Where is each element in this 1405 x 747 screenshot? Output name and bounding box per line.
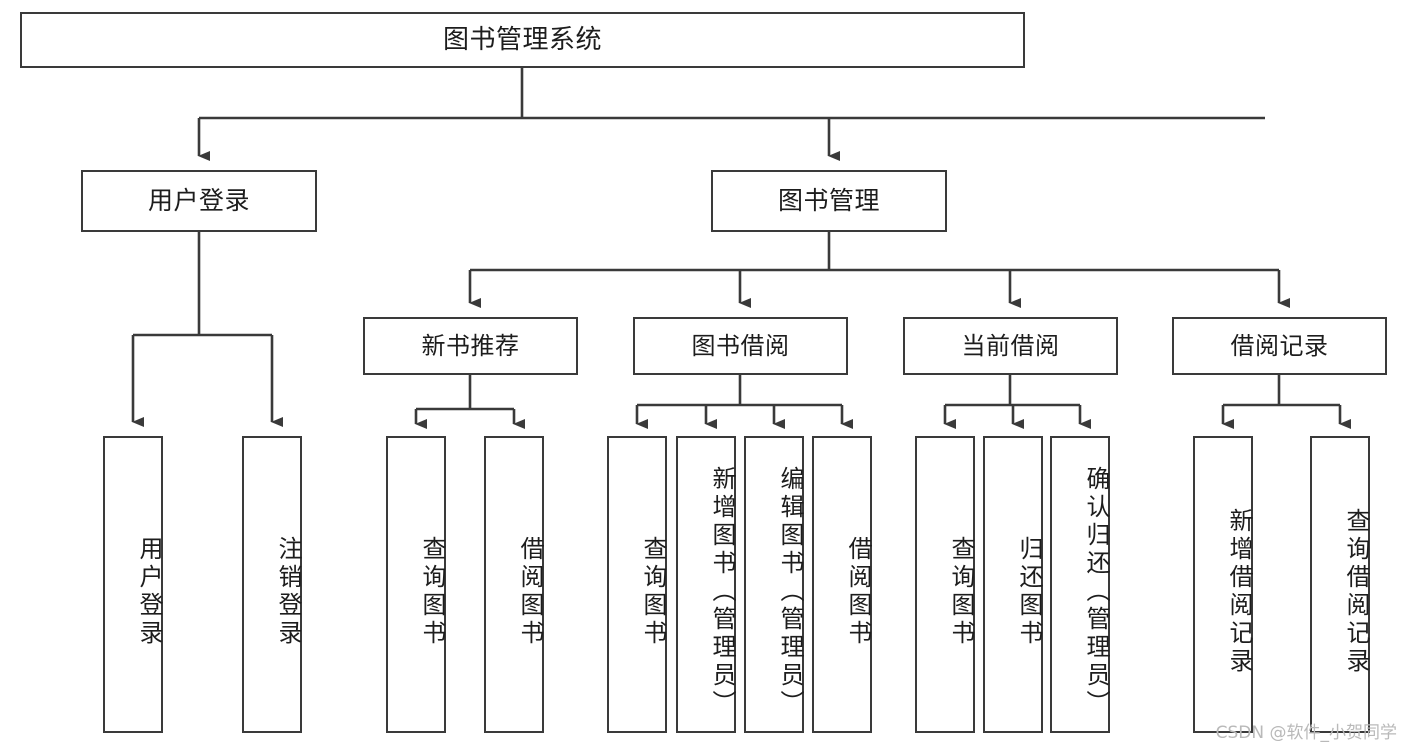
leaf-borrow-book-newbook[interactable]: 借阅图书 xyxy=(484,436,544,733)
node-label: 当前借阅 xyxy=(961,331,1060,360)
leaf-confirm-return-admin[interactable]: 确认归还（管理员） xyxy=(1050,436,1110,733)
node-book-management[interactable]: 图书管理 xyxy=(711,170,947,232)
edge-borrowbook-to-leaves xyxy=(635,375,853,429)
edge-currentborrow-to-leaves xyxy=(943,375,1091,429)
node-label: 借阅图书 xyxy=(844,535,872,648)
node-label: 查询借阅记录 xyxy=(1342,507,1370,676)
edge-bookmgmt-to-level3 xyxy=(468,232,1290,308)
edge-newbook-to-leaves xyxy=(414,375,525,429)
node-label: 确认归还（管理员） xyxy=(1082,465,1110,718)
leaf-query-borrow-record[interactable]: 查询借阅记录 xyxy=(1310,436,1370,733)
leaf-query-book-borrowing[interactable]: 查询图书 xyxy=(607,436,667,733)
leaf-edit-book-admin[interactable]: 编辑图书（管理员） xyxy=(744,436,804,733)
leaf-borrow-book-borrowing[interactable]: 借阅图书 xyxy=(812,436,872,733)
node-label: 图书管理 xyxy=(777,186,880,216)
node-label: 借阅记录 xyxy=(1230,331,1329,360)
node-label: 注销登录 xyxy=(274,535,302,648)
node-label: 查询图书 xyxy=(418,535,446,648)
node-label: 用户登录 xyxy=(135,535,163,648)
node-label: 用户登录 xyxy=(147,186,250,216)
node-label: 新增借阅记录 xyxy=(1225,507,1253,676)
node-label: 图书借阅 xyxy=(691,331,790,360)
node-label: 查询图书 xyxy=(947,535,975,648)
node-label: 归还图书 xyxy=(1015,535,1043,648)
leaf-return-book[interactable]: 归还图书 xyxy=(983,436,1043,733)
node-book-borrowing[interactable]: 图书借阅 xyxy=(633,317,848,375)
node-borrow-record[interactable]: 借阅记录 xyxy=(1172,317,1387,375)
node-new-book-recommendation[interactable]: 新书推荐 xyxy=(363,317,578,375)
edge-borrowrecord-to-leaves xyxy=(1221,375,1351,429)
node-label: 新书推荐 xyxy=(421,331,520,360)
node-user-login[interactable]: 用户登录 xyxy=(81,170,317,232)
leaf-logout[interactable]: 注销登录 xyxy=(242,436,302,733)
edge-root-to-level2 xyxy=(197,68,1265,161)
node-label: 查询图书 xyxy=(639,535,667,648)
node-label: 借阅图书 xyxy=(516,535,544,648)
node-label: 新增图书（管理员） xyxy=(708,465,736,718)
leaf-add-borrow-record[interactable]: 新增借阅记录 xyxy=(1193,436,1253,733)
edge-userlogin-to-leaves xyxy=(131,232,283,427)
leaf-query-book-newbook[interactable]: 查询图书 xyxy=(386,436,446,733)
node-label: 图书管理系统 xyxy=(442,24,602,55)
leaf-user-login[interactable]: 用户登录 xyxy=(103,436,163,733)
node-root-library-management-system[interactable]: 图书管理系统 xyxy=(20,12,1025,68)
node-current-borrowing[interactable]: 当前借阅 xyxy=(903,317,1118,375)
leaf-query-book-current[interactable]: 查询图书 xyxy=(915,436,975,733)
node-label: 编辑图书（管理员） xyxy=(776,465,804,718)
leaf-add-book-admin[interactable]: 新增图书（管理员） xyxy=(676,436,736,733)
